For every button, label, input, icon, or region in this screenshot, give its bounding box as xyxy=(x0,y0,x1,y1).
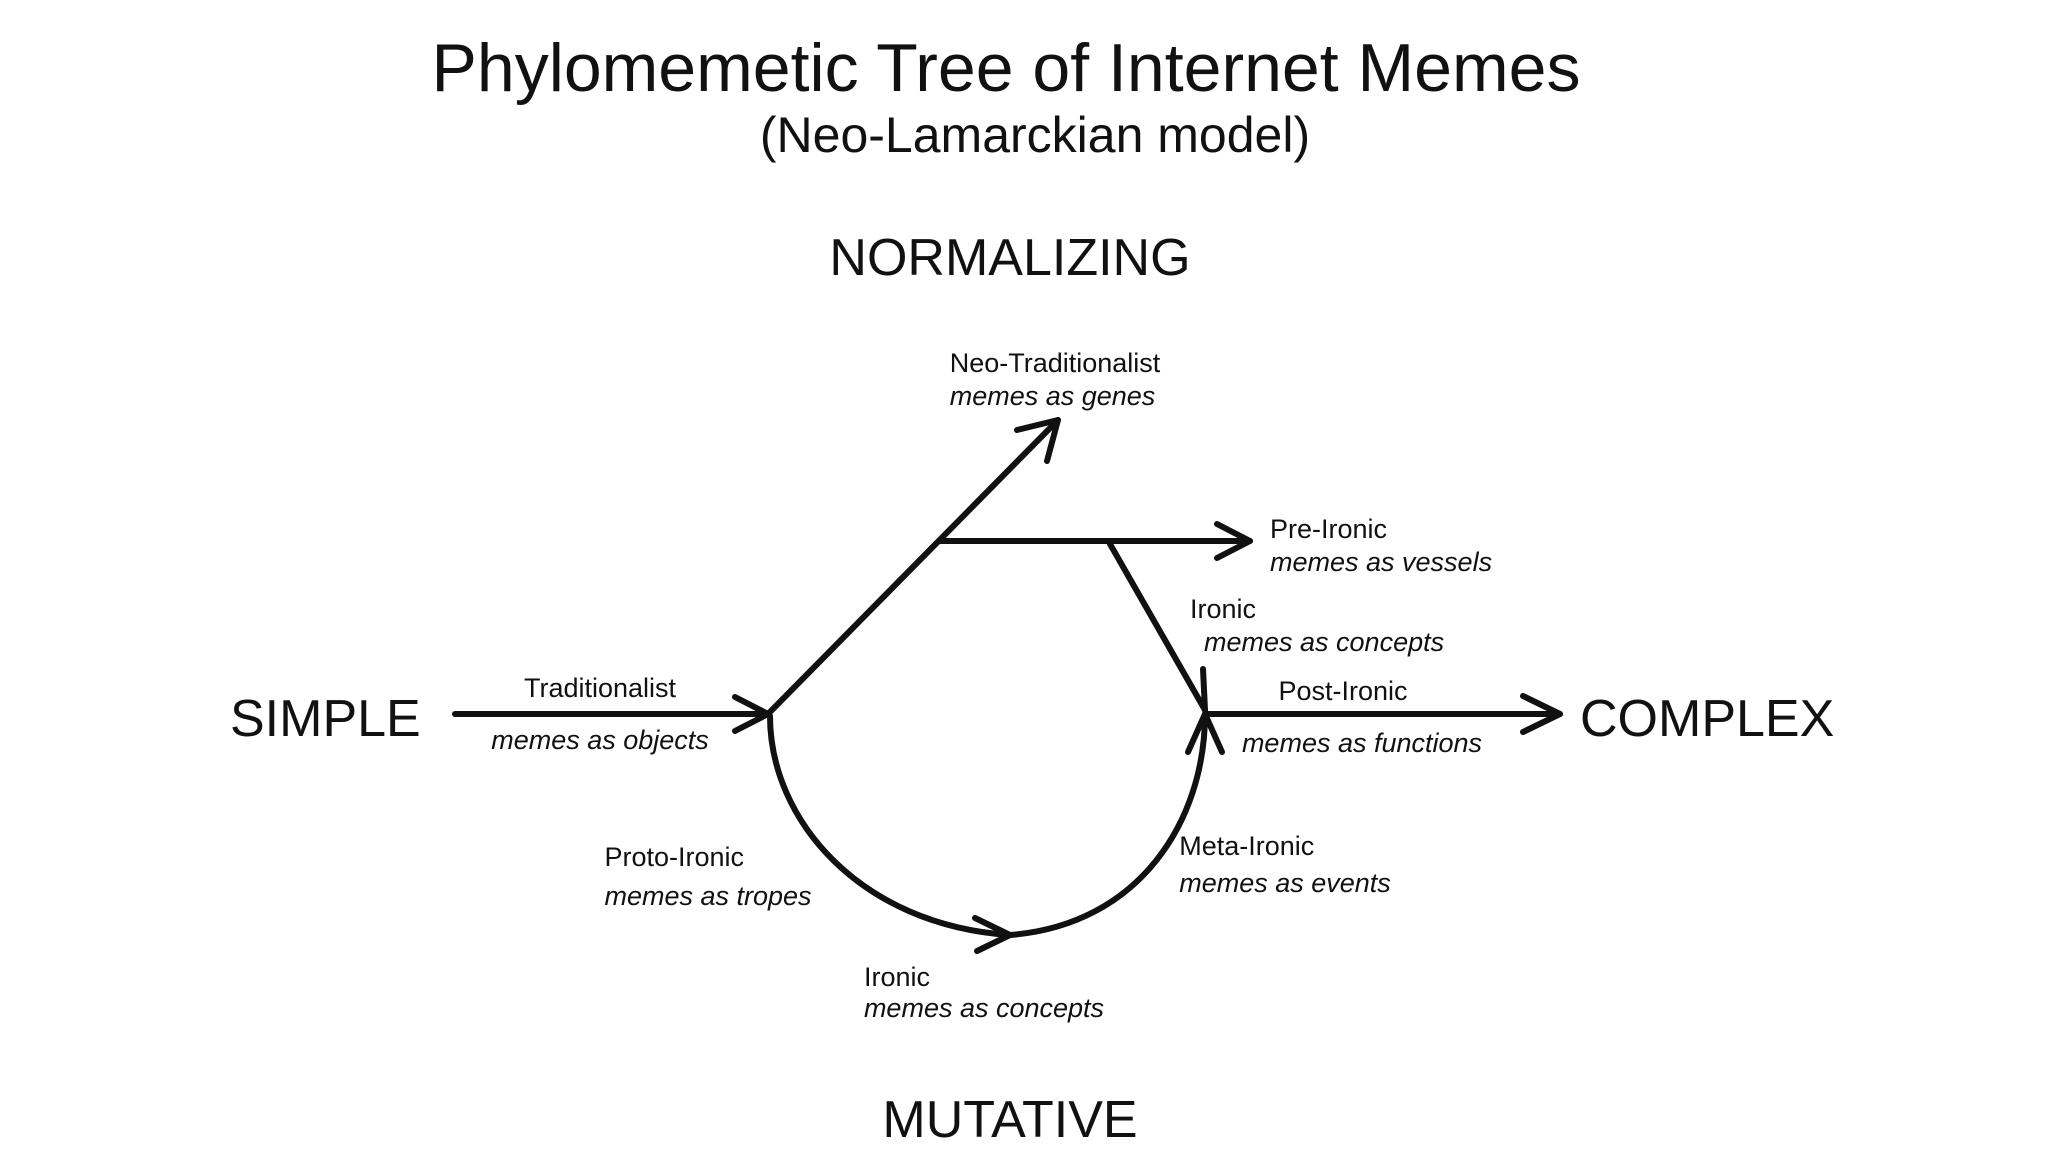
node-post-ironic-name: Post-Ironic xyxy=(1278,676,1408,706)
node-pre-ironic-desc: memes as vessels xyxy=(1270,547,1493,577)
arrowhead-neo-traditionalist xyxy=(1014,417,1061,464)
node-meta-ironic-desc: memes as events xyxy=(1179,868,1391,898)
edge-meta-ironic xyxy=(1007,711,1208,938)
node-ironic-upper: Ironic memes as concepts xyxy=(1190,596,1444,656)
node-ironic-upper-name: Ironic xyxy=(1190,594,1257,624)
node-ironic-lower: Ironic memes as concepts xyxy=(864,964,1104,1022)
node-ironic-lower-name: Ironic xyxy=(863,962,930,992)
arrowhead-pre-ironic xyxy=(1214,521,1253,561)
node-neo-traditionalist-name: Neo-Traditionalist xyxy=(949,348,1161,378)
arrowhead-meta-ironic xyxy=(1185,711,1225,755)
node-traditionalist-name: Traditionalist xyxy=(523,673,677,703)
node-neo-traditionalist: Neo-Traditionalist memes as genes xyxy=(950,350,1161,410)
node-meta-ironic: Meta-Ironic memes as events xyxy=(1179,833,1391,897)
diagram-subtitle: (Neo-Lamarckian model) xyxy=(759,107,1311,163)
node-post-ironic-desc: memes as functions xyxy=(1241,728,1483,758)
node-proto-ironic: Proto-Ironic memes as tropes xyxy=(604,844,811,910)
axis-label-complex: COMPLEX xyxy=(1580,690,1835,748)
node-pre-ironic-name: Pre-Ironic xyxy=(1270,514,1388,544)
node-meta-ironic-name: Meta-Ironic xyxy=(1179,831,1315,861)
arrowhead-complex xyxy=(1520,693,1563,735)
node-ironic-upper-desc: memes as concepts xyxy=(1204,627,1445,657)
edge-proto-ironic xyxy=(767,713,1013,938)
node-neo-traditionalist-desc: memes as genes xyxy=(949,381,1156,411)
arrowhead-ironic-upper xyxy=(1200,666,1208,713)
edge-ironic-upper xyxy=(1107,541,1208,713)
axis-label-normalizing: NORMALIZING xyxy=(829,229,1191,287)
node-pre-ironic: Pre-Ironic memes as vessels xyxy=(1270,516,1492,576)
node-traditionalist-desc: memes as objects xyxy=(491,725,709,755)
node-proto-ironic-name: Proto-Ironic xyxy=(604,842,745,872)
diagram-title: Phylomemetic Tree of Internet Memes xyxy=(431,30,1581,106)
edge-neo-traditionalist xyxy=(765,417,1061,717)
node-ironic-lower-desc: memes as concepts xyxy=(863,993,1105,1023)
axis-label-mutative: MUTATIVE xyxy=(882,1091,1138,1149)
node-proto-ironic-desc: memes as tropes xyxy=(604,881,812,911)
axis-label-simple: SIMPLE xyxy=(230,690,421,748)
